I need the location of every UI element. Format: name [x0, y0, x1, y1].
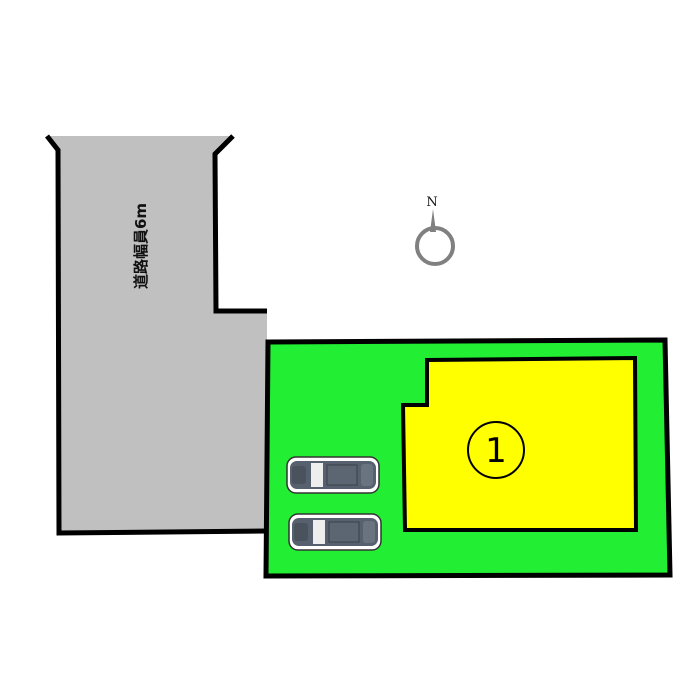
car-1 [286, 456, 380, 494]
road-edge-right [212, 134, 267, 314]
road-width-label: 道路幅員6m [132, 203, 150, 289]
compass-ring-icon [415, 226, 455, 266]
car-2 [288, 513, 382, 551]
road [47, 136, 267, 533]
lot-number-circle [467, 421, 525, 479]
road-edge-left [45, 134, 268, 536]
north-label: N [426, 195, 437, 210]
lot-number: 1 [485, 431, 507, 471]
north-arrow: N [415, 195, 455, 266]
north-pointer-icon [430, 209, 436, 232]
